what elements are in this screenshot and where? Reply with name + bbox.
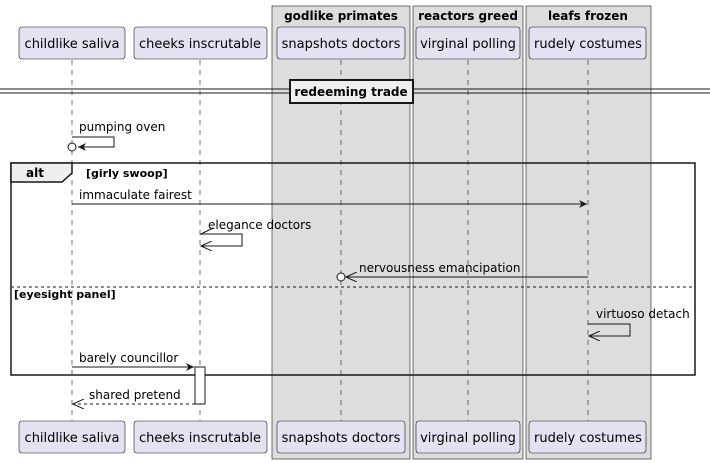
participant-box-leafs-frozen: leafs frozen	[525, 5, 652, 460]
participant-label: snapshots doctors	[282, 431, 401, 446]
message-elegance-doctors: elegance doctors	[200, 218, 311, 246]
fragment-keyword: alt	[26, 166, 44, 180]
divider: redeeming trade	[0, 79, 710, 104]
message-label: barely councillor	[79, 351, 178, 365]
fragment-condition: [girly swoop]	[86, 167, 168, 180]
participant-virginal-polling-bottom: virginal polling	[415, 420, 521, 454]
participant-rudely-costumes-bottom: rudely costumes	[528, 420, 647, 454]
participant-label: childlike saliva	[25, 37, 120, 52]
fragment-else-condition: [eyesight panel]	[14, 288, 116, 301]
participant-snapshots-doctors-top: snapshots doctors	[276, 26, 406, 60]
participant-label: childlike saliva	[25, 431, 120, 446]
participant-childlike-saliva-top: childlike saliva	[18, 26, 126, 60]
participant-childlike-saliva-bottom: childlike saliva	[18, 420, 126, 454]
message-barely-councillor: barely councillor	[72, 351, 194, 371]
message-nervousness-emancipation: nervousness emancipation	[336, 261, 588, 282]
message-label: shared pretend	[89, 388, 181, 402]
message-label: pumping oven	[79, 120, 165, 134]
participant-label: cheeks inscrutable	[139, 431, 261, 446]
activation-bar	[194, 366, 206, 405]
box-label: reactors greed	[418, 9, 518, 23]
message-immaculate-fairest: immaculate fairest	[72, 188, 587, 208]
participant-label: snapshots doctors	[282, 37, 401, 52]
lifelines	[71, 60, 589, 421]
message-label: immaculate fairest	[79, 188, 192, 202]
message-virtuoso-detach: virtuoso detach	[588, 307, 690, 336]
participant-label: rudely costumes	[534, 431, 642, 446]
participant-label: cheeks inscrutable	[139, 37, 261, 52]
message-pumping-oven: pumping oven	[67, 120, 165, 152]
participant-snapshots-doctors-bottom: snapshots doctors	[276, 420, 406, 454]
message-circle-endpoint	[67, 142, 77, 152]
message-label: elegance doctors	[208, 218, 311, 232]
box-label: leafs frozen	[548, 9, 628, 23]
participant-cheeks-inscrutable-top: cheeks inscrutable	[133, 26, 268, 60]
divider-label: redeeming trade	[294, 85, 407, 99]
participant-label: virginal polling	[420, 37, 516, 52]
box-label: godlike primates	[284, 9, 398, 23]
message-circle-endpoint	[336, 272, 346, 282]
participant-label: rudely costumes	[534, 37, 642, 52]
participant-virginal-polling-top: virginal polling	[415, 26, 521, 60]
message-shared-pretend: shared pretend	[73, 388, 195, 404]
participant-rudely-costumes-top: rudely costumes	[528, 26, 647, 60]
message-label: virtuoso detach	[596, 307, 690, 321]
participant-cheeks-inscrutable-bottom: cheeks inscrutable	[133, 420, 268, 454]
alt-fragment: alt [girly swoop] [eyesight panel]	[10, 162, 696, 376]
message-label: nervousness emancipation	[359, 261, 520, 275]
participant-label: virginal polling	[420, 431, 516, 446]
